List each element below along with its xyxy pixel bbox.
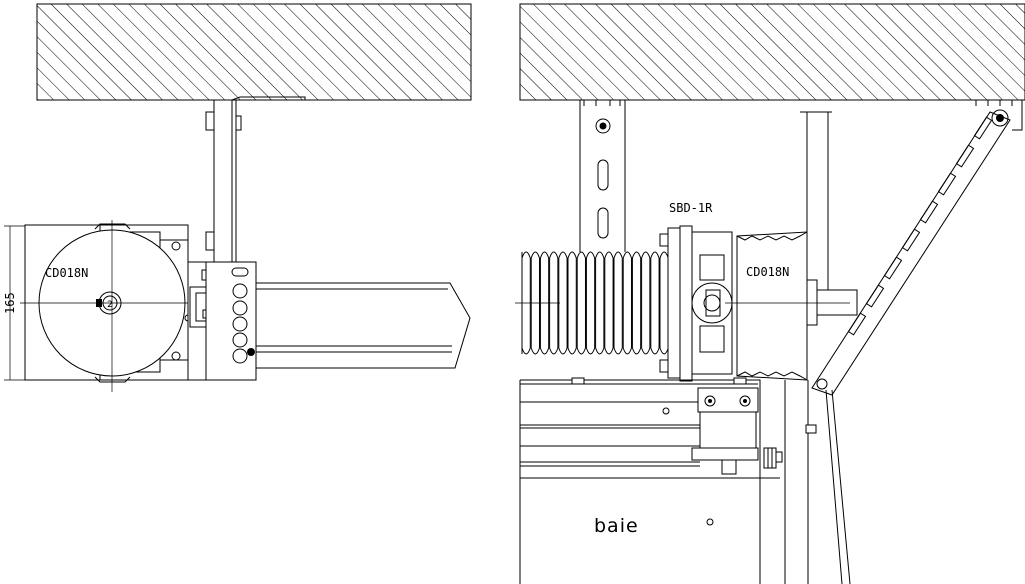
opening-label: baie <box>594 515 639 537</box>
svg-text:2: 2 <box>107 300 113 310</box>
left-hanger-bracket <box>205 96 306 262</box>
bracket-label: SBD-1R <box>669 201 713 215</box>
brake-unit <box>659 225 733 382</box>
right-front-view: SBD-1R CD018N baie <box>515 3 1025 584</box>
left-side-view: 2 165 CD <box>3 3 472 392</box>
dimension-label: 165 <box>3 292 17 314</box>
right-hanger-rail <box>579 100 626 255</box>
right-motor-drum <box>736 231 858 381</box>
left-rail-assembly <box>187 261 471 381</box>
right-ceiling-slab <box>519 3 1025 101</box>
right-motor-label: CD018N <box>746 265 789 279</box>
left-ceiling-slab <box>36 3 472 101</box>
torsion-spring <box>521 251 669 355</box>
diagonal-brace <box>811 99 1023 396</box>
dimension-165: 165 <box>3 225 25 381</box>
door-panel <box>519 377 851 584</box>
left-motor-label: CD018N <box>45 266 88 280</box>
